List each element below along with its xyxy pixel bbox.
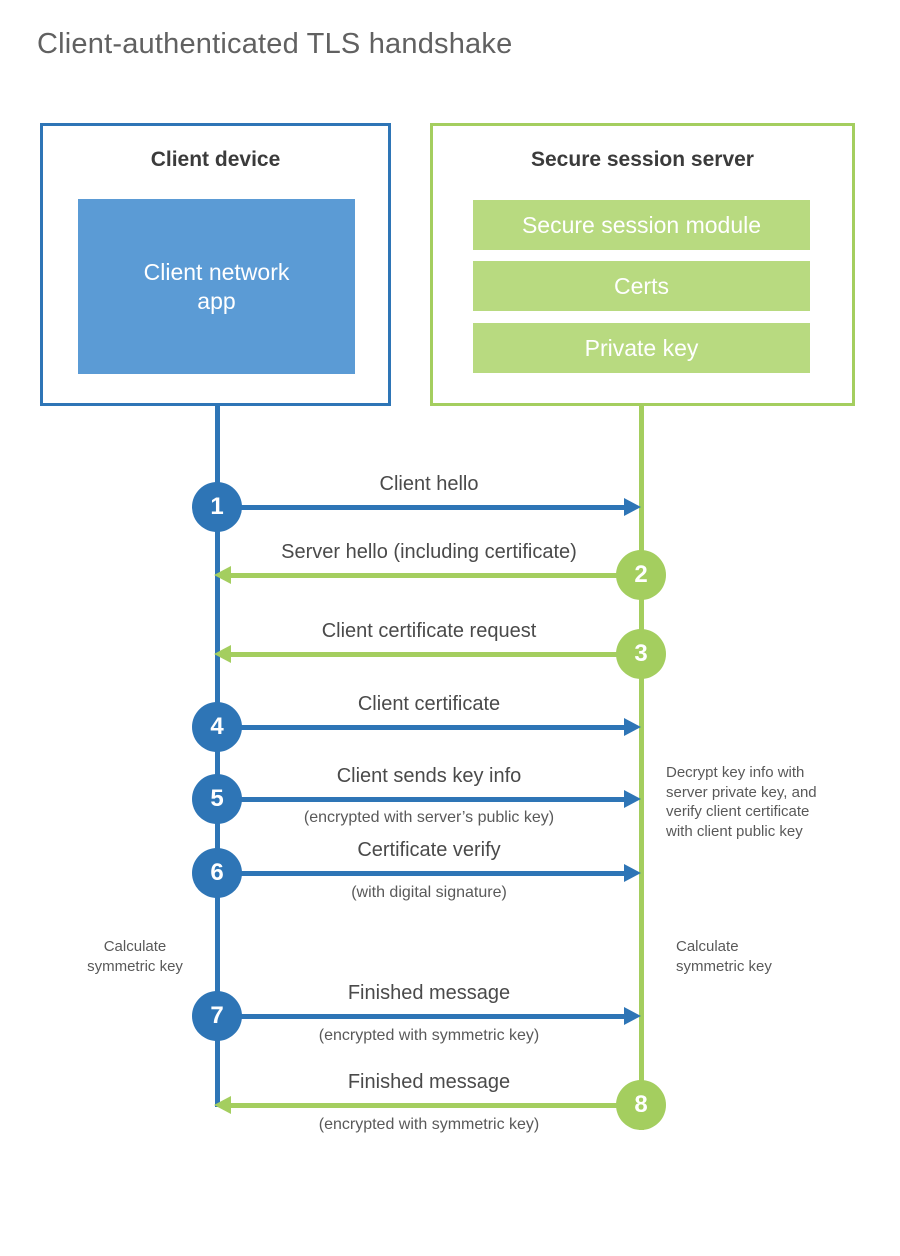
message-arrow xyxy=(220,505,624,510)
step-number: 3 xyxy=(634,640,648,667)
step-number: 7 xyxy=(210,1002,224,1029)
step-number: 2 xyxy=(634,561,648,588)
server-module-secure-session: Secure session module xyxy=(473,200,810,250)
message-sublabel: (encrypted with server’s public key) xyxy=(303,809,555,826)
message-label: Client certificate request xyxy=(321,620,537,642)
message-label: Client sends key info xyxy=(336,765,522,787)
arrow-left-icon xyxy=(214,1096,231,1114)
message-label: Certificate verify xyxy=(357,839,501,861)
step-circle: 1 xyxy=(192,482,242,532)
message-label: Client hello xyxy=(379,473,479,495)
message-arrow xyxy=(220,871,624,876)
arrow-right-icon xyxy=(624,864,641,882)
calc-symmetric-right-label: Calculate symmetric key xyxy=(676,938,772,975)
message-sublabel: (encrypted with symmetric key) xyxy=(318,1027,540,1044)
message-sublabel: (with digital signature) xyxy=(351,884,507,901)
message-label: Client certificate xyxy=(357,693,501,715)
step-number: 1 xyxy=(210,493,224,520)
client-network-app-module: Client network app xyxy=(78,199,355,374)
step-circle: 5 xyxy=(192,774,242,824)
server-module-private-key: Private key xyxy=(473,323,810,373)
message-arrow xyxy=(220,797,624,802)
step-circle: 8 xyxy=(616,1080,666,1130)
message-arrow xyxy=(220,725,624,730)
client-lifeline xyxy=(215,405,220,1107)
arrow-right-icon xyxy=(624,718,641,736)
message-label: Finished message xyxy=(347,1071,511,1093)
message-arrow xyxy=(220,1014,624,1019)
step-circle: 3 xyxy=(616,629,666,679)
arrow-right-icon xyxy=(624,1007,641,1025)
arrow-right-icon xyxy=(624,790,641,808)
server-module-certs: Certs xyxy=(473,261,810,311)
arrow-left-icon xyxy=(214,566,231,584)
message-arrow xyxy=(230,1103,641,1108)
step-circle: 4 xyxy=(192,702,242,752)
step-circle: 6 xyxy=(192,848,242,898)
page-title: Client-authenticated TLS handshake xyxy=(37,28,513,60)
step-circle: 2 xyxy=(616,550,666,600)
message-arrow xyxy=(230,652,641,657)
server-lifeline xyxy=(639,405,644,1130)
server-box: Secure session server Secure session mod… xyxy=(430,123,855,406)
calc-symmetric-left-label: Calculate symmetric key xyxy=(87,938,183,975)
message-label: Server hello (including certificate) xyxy=(281,541,577,563)
step-circle: 7 xyxy=(192,991,242,1041)
step-number: 8 xyxy=(634,1091,648,1118)
arrow-left-icon xyxy=(214,645,231,663)
arrow-right-icon xyxy=(624,498,641,516)
message-sublabel: (encrypted with symmetric key) xyxy=(318,1116,540,1133)
step-number: 6 xyxy=(210,859,224,886)
message-label: Finished message xyxy=(347,982,511,1004)
decrypt-note: Decrypt key info with server private key… xyxy=(666,764,817,840)
step-number: 4 xyxy=(210,713,224,740)
server-title: Secure session server xyxy=(531,148,754,171)
message-arrow xyxy=(230,573,641,578)
step-number: 5 xyxy=(210,785,224,812)
client-device-box: Client device Client network app xyxy=(40,123,391,406)
client-device-title: Client device xyxy=(150,148,281,171)
